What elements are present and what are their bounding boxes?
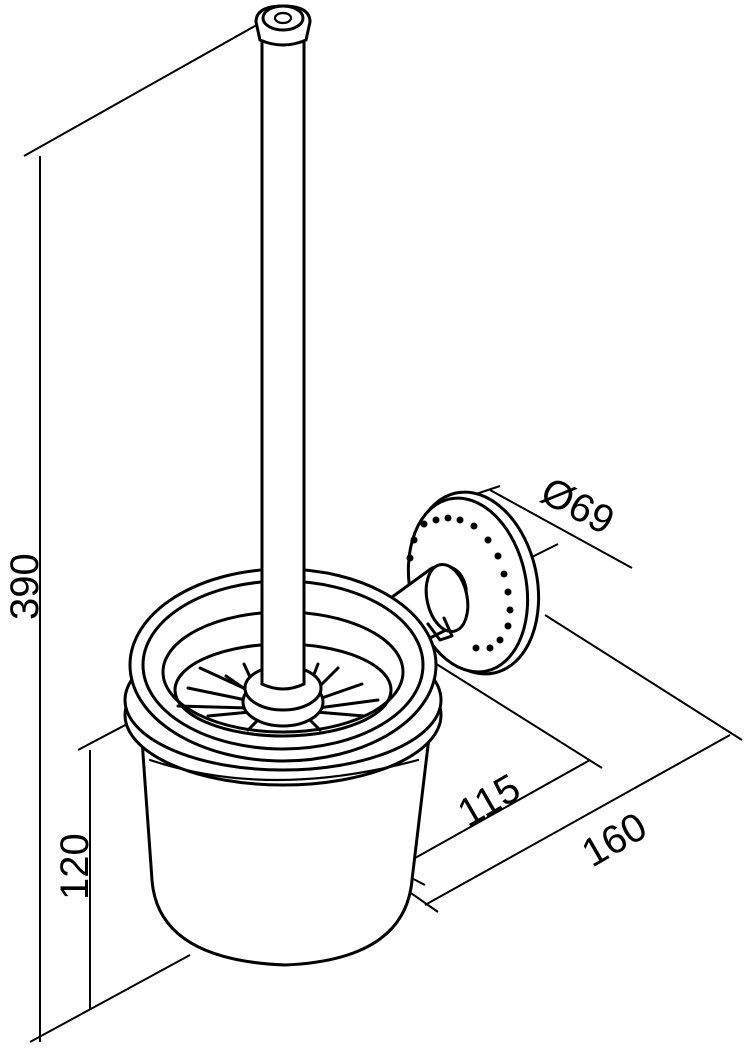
arm-collar (424, 562, 470, 634)
dim-160-end-extension (544, 614, 743, 741)
label-69: Ø69 (534, 469, 621, 543)
dim-160-line (424, 734, 731, 906)
dim-390-bottom-extension (29, 954, 191, 1043)
label-390: 390 (3, 553, 47, 620)
flange-holes (406, 514, 514, 652)
handle-knob-cap (261, 4, 305, 32)
label-115: 115 (451, 766, 528, 836)
dim-69-extension-bottom (529, 543, 559, 559)
dim-390-top-extension (23, 21, 263, 157)
handle-knob-center (273, 11, 293, 25)
wall-flange (386, 490, 541, 676)
dim-115-end-extension (429, 659, 603, 769)
dim-69-line (489, 489, 633, 569)
arm-bracket (426, 616, 454, 642)
handle-knob (254, 4, 312, 47)
dim-115-line (407, 759, 591, 863)
handle-shaft (260, 38, 306, 691)
brush-handle (254, 4, 312, 691)
cup-seam (148, 758, 420, 782)
label-120: 120 (53, 833, 97, 900)
